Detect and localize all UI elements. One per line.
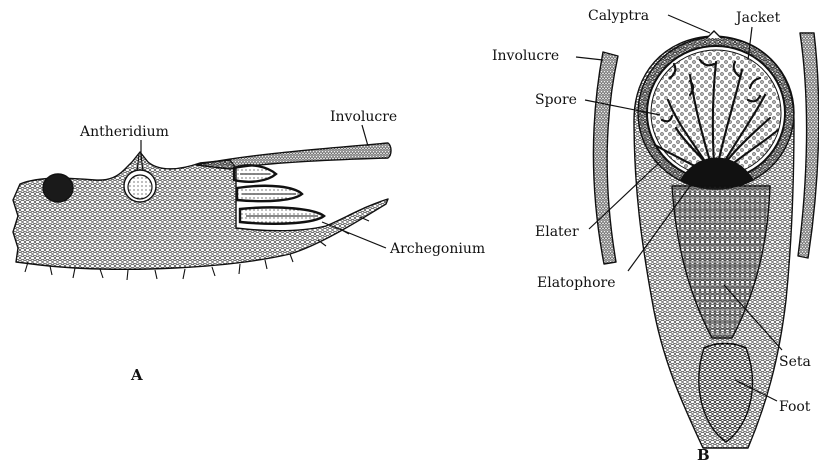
involucre-a-leader-line bbox=[362, 125, 368, 146]
thallus bbox=[13, 152, 388, 269]
involucre-a bbox=[196, 143, 391, 169]
elatophore-label: Elatophore bbox=[537, 275, 615, 291]
archegonium-label: Archegonium bbox=[389, 241, 485, 257]
involucre-b-left bbox=[593, 52, 618, 264]
archegonium-2 bbox=[237, 186, 302, 201]
mature-antheridium bbox=[43, 174, 73, 202]
elater-label: Elater bbox=[535, 224, 579, 240]
antheridium-label: Antheridium bbox=[79, 124, 169, 140]
panel-label-a: A bbox=[130, 366, 143, 384]
foot-label: Foot bbox=[779, 399, 811, 415]
calyptra-leader-line bbox=[668, 15, 710, 33]
figure-b: Calyptra Jacket Involucre Spore Elater E… bbox=[492, 8, 819, 464]
panel-label-b: B bbox=[697, 446, 710, 464]
spore-label: Spore bbox=[535, 92, 577, 108]
involucre-b-right bbox=[798, 33, 819, 258]
seta-label: Seta bbox=[779, 354, 811, 370]
involucre-b-label: Involucre bbox=[492, 48, 559, 64]
antheridium bbox=[128, 175, 152, 199]
figure-a: Antheridium Involucre Archegonium A bbox=[13, 109, 485, 384]
jacket-label: Jacket bbox=[734, 10, 781, 26]
involucre-b-leader-line bbox=[576, 57, 603, 60]
calyptra-label: Calyptra bbox=[588, 8, 649, 24]
involucre-a-label: Involucre bbox=[330, 109, 397, 125]
